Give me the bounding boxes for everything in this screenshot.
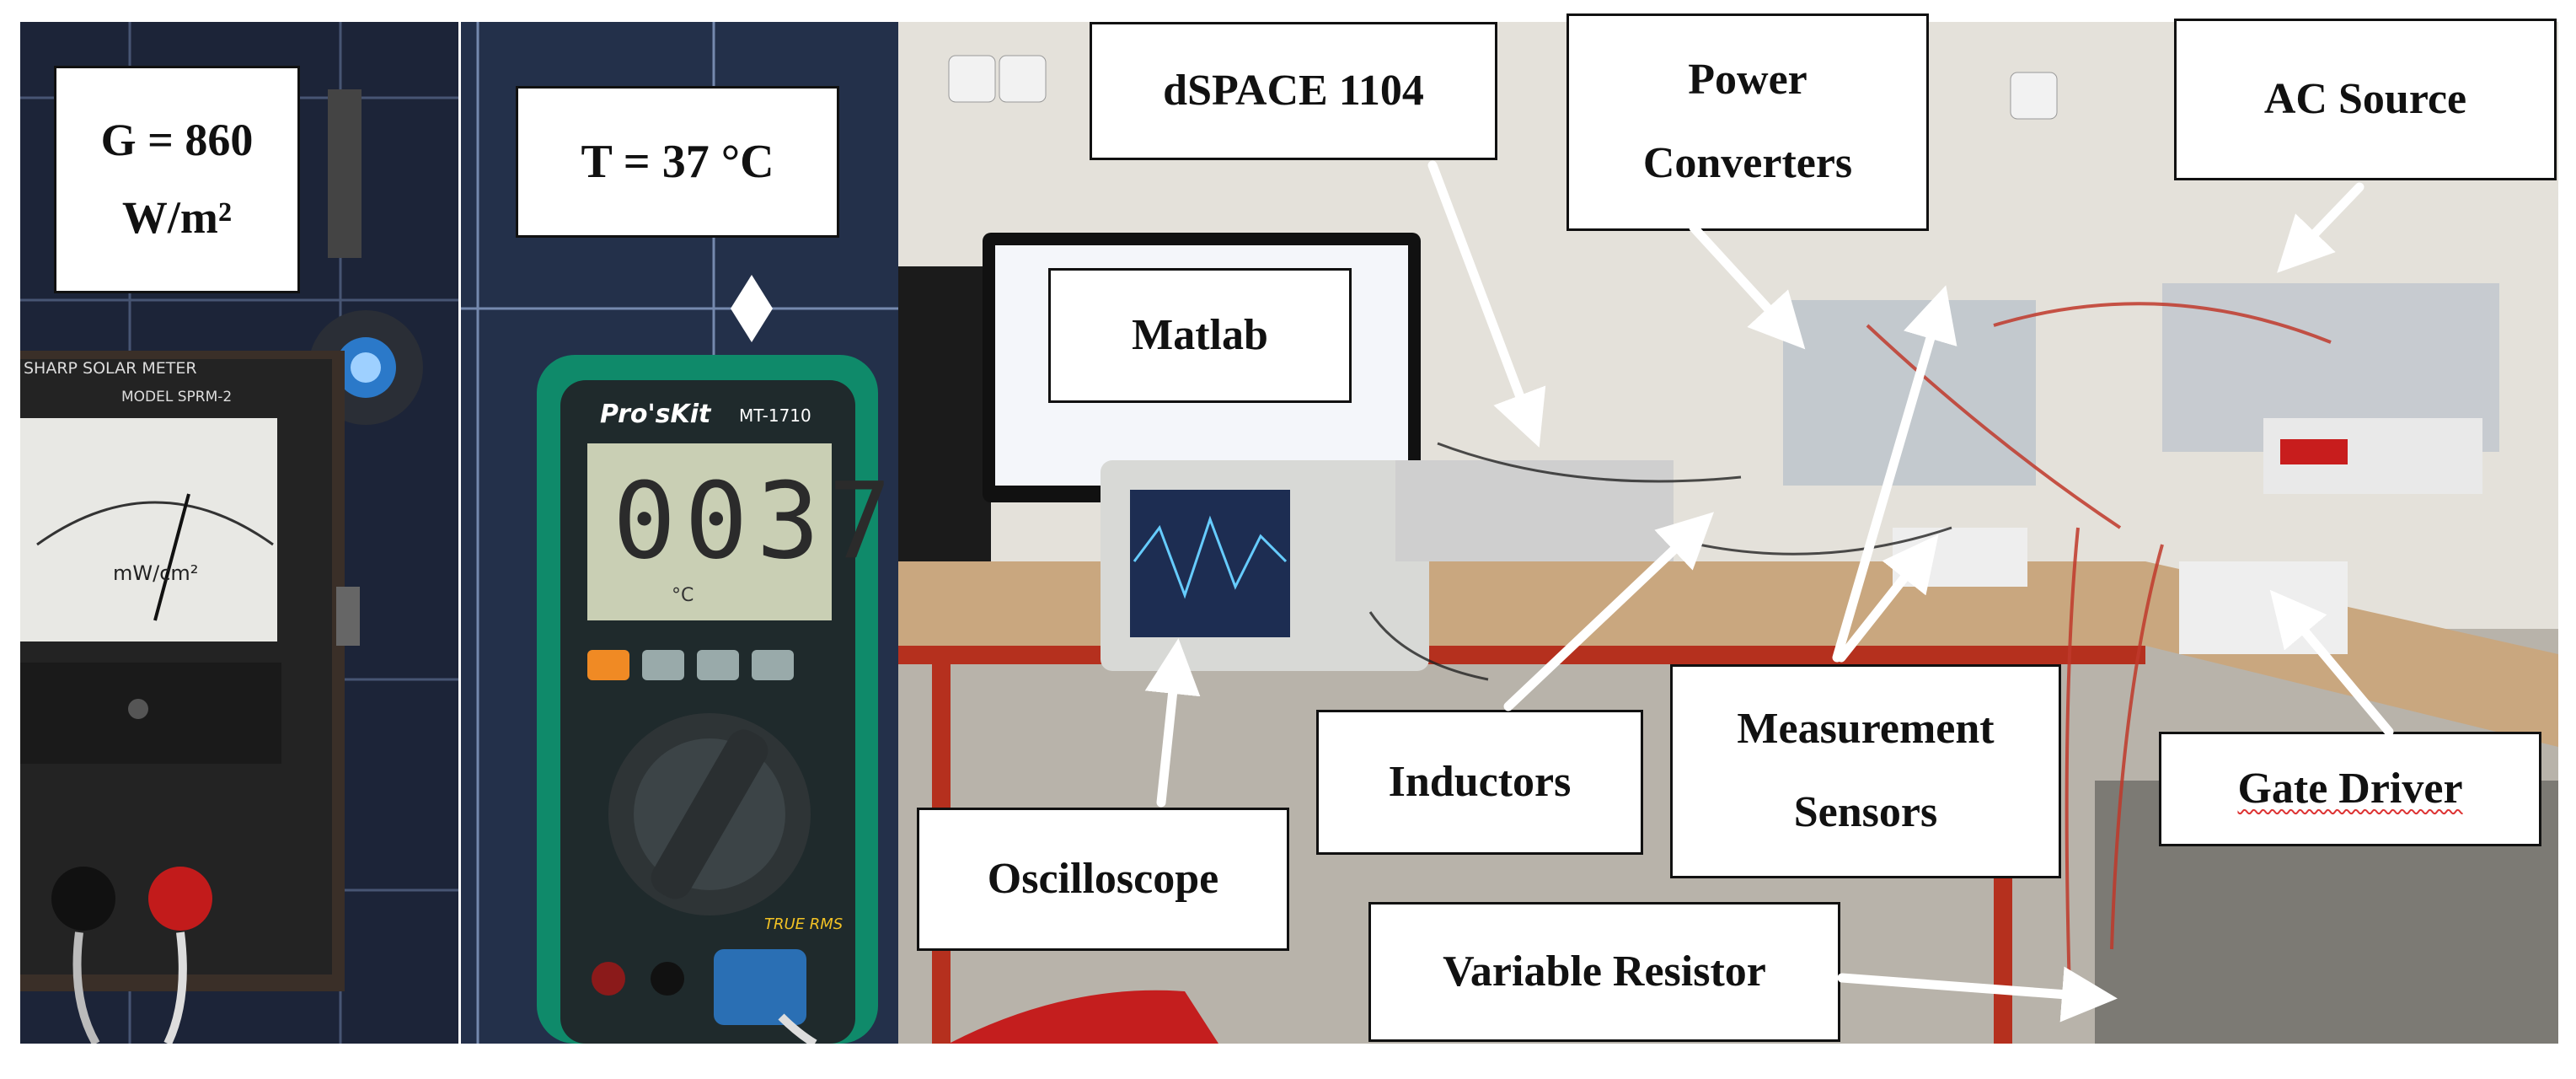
gate-driver-text: Gate Driver: [2237, 764, 2463, 813]
gate-driver-label: Gate Driver: [2159, 732, 2541, 846]
dspace-label: dSPACE 1104: [1090, 22, 1497, 160]
measurement-sensors-line2: Sensors: [1793, 788, 1938, 836]
irradiance-value: G = 860: [100, 115, 254, 166]
solar-meter-scene: [20, 22, 458, 1044]
multimeter-true-rms: TRUE RMS: [764, 915, 843, 933]
inductors-label: Inductors: [1316, 710, 1643, 855]
meter-unit-text: mW/cm²: [113, 561, 199, 585]
measurement-sensors-line1: Measurement: [1737, 705, 1995, 754]
meter-model-text: MODEL SPRM-2: [121, 389, 233, 405]
multimeter-brand: Pro'sKit: [600, 400, 711, 429]
multimeter-scene: [461, 22, 899, 1044]
irradiance-unit: W/m²: [121, 192, 233, 243]
irradiance-label: G = 860 W/m²: [54, 66, 300, 293]
power-converters-label: Power Converters: [1566, 13, 1929, 231]
oscilloscope-label: Oscilloscope: [917, 808, 1289, 951]
multimeter-display-reading: 0037: [613, 460, 899, 582]
power-converters-line1: Power: [1688, 56, 1807, 105]
meter-brand-text: SHARP SOLAR METER: [24, 359, 197, 378]
multimeter-model: MT-1710: [739, 405, 811, 426]
variable-resistor-label: Variable Resistor: [1368, 902, 1840, 1042]
power-converters-line2: Converters: [1642, 139, 1853, 187]
multimeter-display-unit: °C: [672, 585, 694, 606]
measurement-sensors-label: Measurement Sensors: [1670, 664, 2061, 878]
ac-source-label: AC Source: [2174, 19, 2557, 180]
matlab-label: Matlab: [1048, 268, 1352, 403]
temperature-label: T = 37 °C: [516, 86, 839, 238]
